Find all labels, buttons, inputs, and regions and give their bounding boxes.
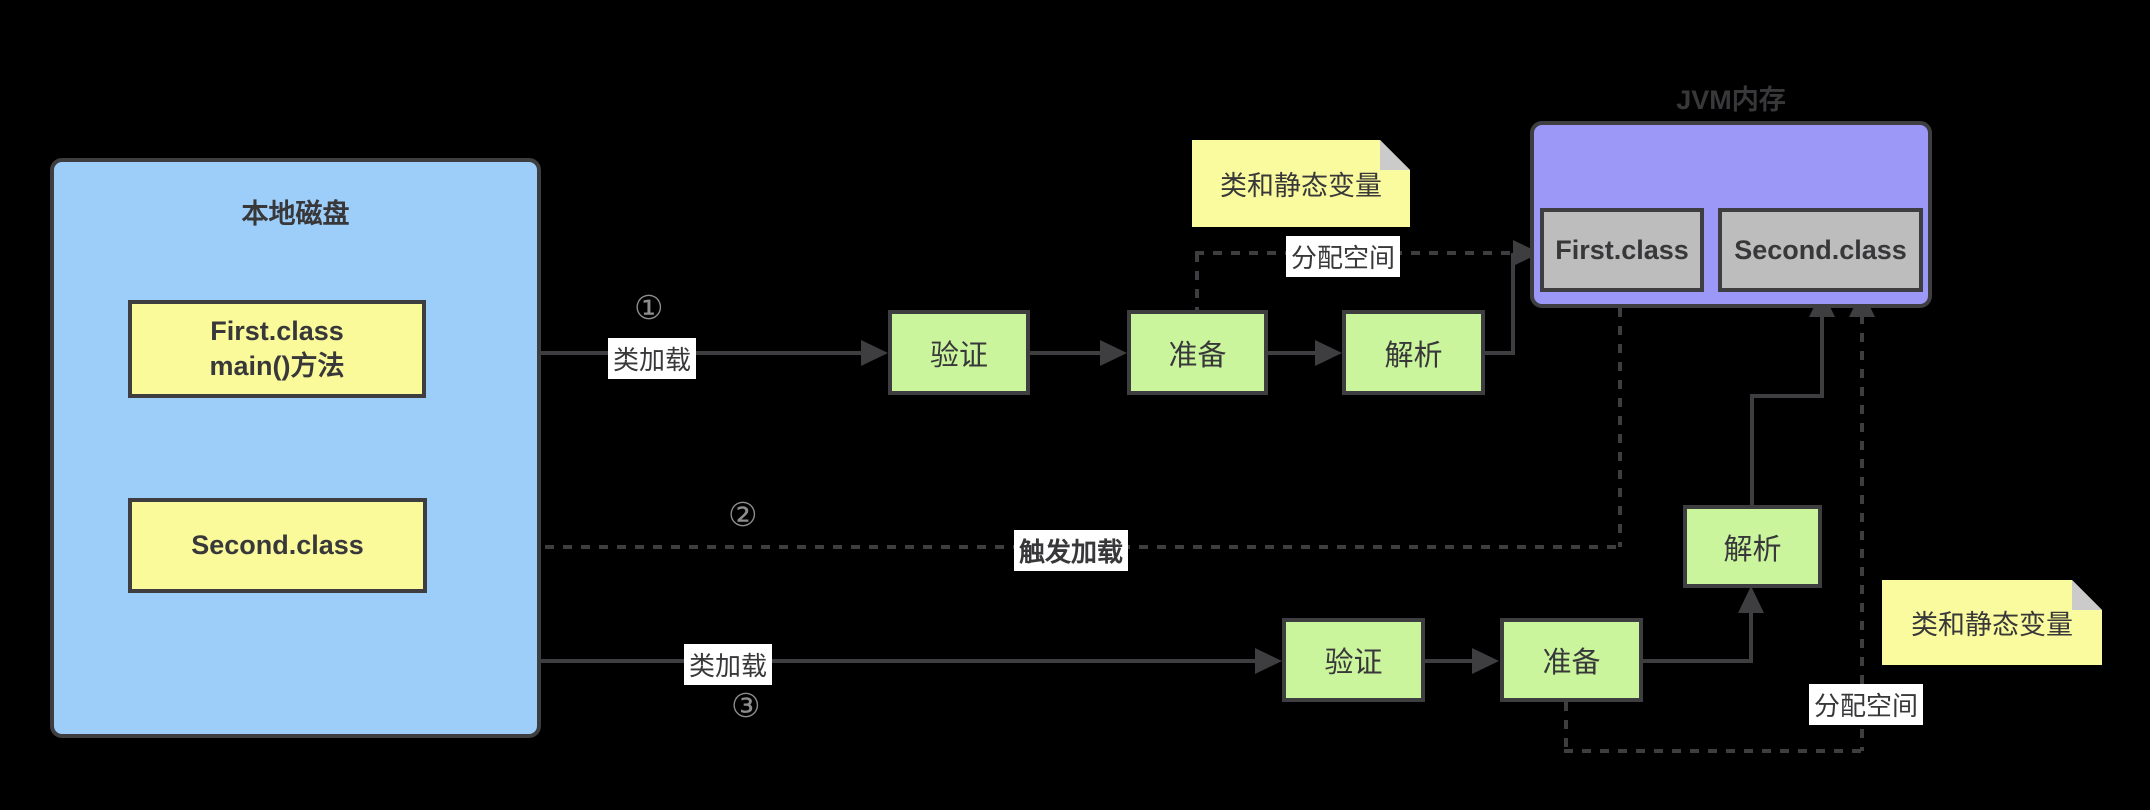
second-class-file-box: Second.class <box>128 498 427 593</box>
class-load-label-bottom: 类加载 <box>684 644 773 685</box>
resolve-bottom-up-line <box>1749 610 1753 663</box>
resolve-top-out-line <box>1485 351 1515 355</box>
class-load-label-top: 类加载 <box>608 338 697 379</box>
trigger-load-dashed-v <box>1618 308 1622 547</box>
allocate-bottom-dashed-v1 <box>1564 702 1568 753</box>
allocate-top-dashed-v <box>1195 253 1199 310</box>
resolve-stage-bottom-label: 解析 <box>1723 533 1782 566</box>
step-3-marker: ③ <box>731 687 761 724</box>
allocate-bottom-dashed-h <box>1564 749 1864 753</box>
verify-stage-top-label: 验证 <box>929 339 988 372</box>
prepare-stage-top-label: 准备 <box>1168 339 1227 372</box>
first-class-loaded-box: First.class <box>1540 208 1704 292</box>
prepare-stage-bottom-label: 准备 <box>1542 647 1601 679</box>
verify-stage-bottom: 验证 <box>1282 618 1425 702</box>
arrowhead-into-prepare-top <box>1100 340 1127 366</box>
resolve-top-up-line <box>1511 253 1515 355</box>
static-vars-note-bottom: 类和静态变量 <box>1882 580 2102 665</box>
arrowhead-into-verify-bottom <box>1255 648 1282 674</box>
static-vars-note-bottom-wrap: 类和静态变量 <box>1882 580 2102 665</box>
second-class-loaded-label: Second.class <box>1734 234 1907 265</box>
static-vars-note-top-wrap: 类和静态变量 <box>1192 140 1410 227</box>
prepare-stage-top: 准备 <box>1127 310 1268 395</box>
trigger-load-label: 触发加载 <box>1014 530 1129 571</box>
static-vars-note-bottom-text: 类和静态变量 <box>1911 610 2073 640</box>
arrowhead-into-verify-top <box>861 340 888 366</box>
arrowhead-into-resolve-top <box>1315 340 1342 366</box>
allocate-space-label-top: 分配空间 <box>1286 236 1401 277</box>
note-fold-corner <box>1380 140 1410 170</box>
verify-stage-bottom-label: 验证 <box>1324 647 1383 679</box>
resolve-stage-top-label: 解析 <box>1384 339 1443 372</box>
resolve-stage-top: 解析 <box>1342 310 1485 395</box>
verify-stage-top: 验证 <box>888 310 1030 395</box>
arrowhead-into-resolve-bottom <box>1738 586 1764 613</box>
verify-to-prepare-line-top <box>1030 351 1102 355</box>
prepare-to-resolve-line-bottom <box>1643 659 1753 663</box>
prepare-to-resolve-line-top <box>1268 351 1317 355</box>
resolve-bottom-to-jvm-line-v1 <box>1750 394 1754 505</box>
resolve-bottom-to-jvm-line-h <box>1750 394 1824 398</box>
arrowhead-into-prepare-bottom <box>1472 648 1499 674</box>
local-disk-title: 本地磁盘 <box>241 199 350 229</box>
first-class-main-method: main()方法 <box>209 351 345 381</box>
resolve-bottom-to-jvm-line-v2 <box>1820 315 1824 396</box>
allocate-bottom-dashed-v2 <box>1860 315 1864 751</box>
jvm-memory-title: JVM内存 <box>1676 85 1786 115</box>
first-class-loaded-label: First.class <box>1555 234 1689 265</box>
prepare-stage-bottom: 准备 <box>1500 618 1643 702</box>
first-class-file-box: First.class main()方法 <box>128 300 426 398</box>
static-vars-note-top-text: 类和静态变量 <box>1220 171 1382 201</box>
verify-to-prepare-line-bottom <box>1425 659 1474 663</box>
allocate-space-label-bottom: 分配空间 <box>1809 684 1924 725</box>
second-class-loaded-box: Second.class <box>1718 208 1923 292</box>
local-disk-panel: 本地磁盘 <box>50 158 541 738</box>
static-vars-note-top: 类和静态变量 <box>1192 140 1410 227</box>
note-fold-corner <box>2072 580 2102 610</box>
step-1-marker: ① <box>634 289 664 326</box>
resolve-stage-bottom: 解析 <box>1683 505 1822 588</box>
step-2-marker: ② <box>728 496 758 533</box>
second-class-file-name: Second.class <box>191 529 364 560</box>
first-class-file-name: First.class <box>210 315 344 346</box>
